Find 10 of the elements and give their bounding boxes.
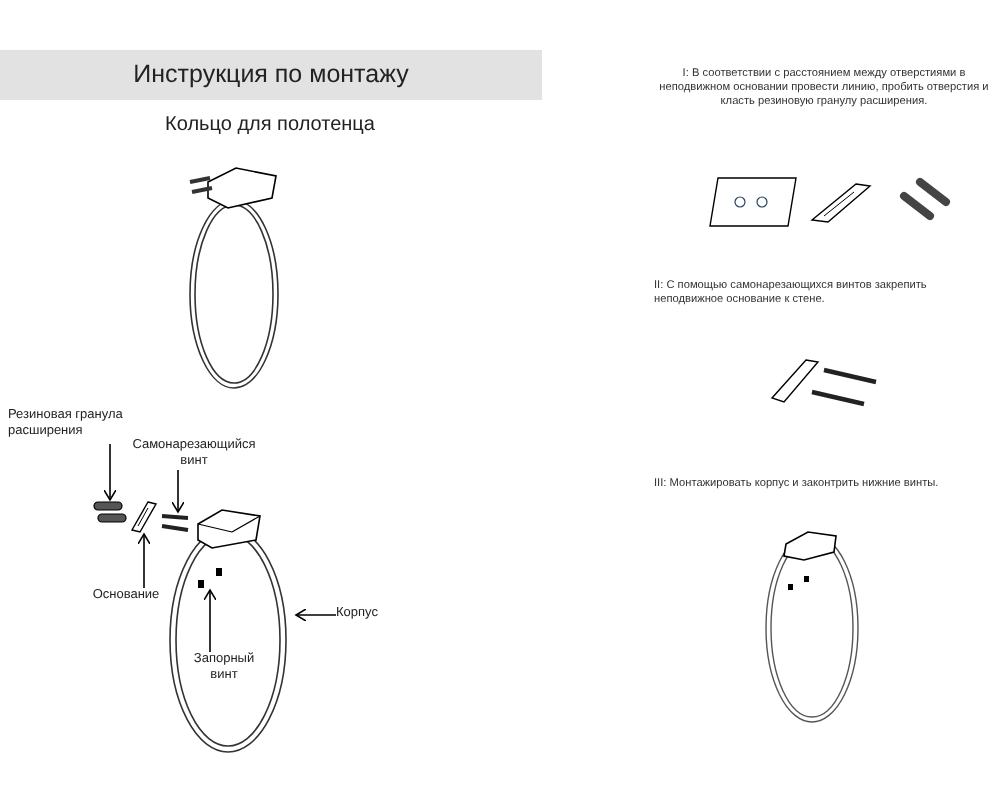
arrow bbox=[295, 608, 337, 622]
arrow bbox=[203, 589, 217, 653]
title: Инструкция по монтажу bbox=[133, 58, 409, 93]
lock-screw-drawing bbox=[194, 566, 226, 590]
wall-anchor-drawing bbox=[90, 500, 130, 528]
arrow bbox=[103, 443, 117, 501]
base-plate-drawing bbox=[130, 500, 158, 534]
arrow bbox=[137, 533, 151, 589]
subtitle: Кольцо для полотенца bbox=[163, 112, 377, 140]
arrow bbox=[171, 469, 185, 513]
